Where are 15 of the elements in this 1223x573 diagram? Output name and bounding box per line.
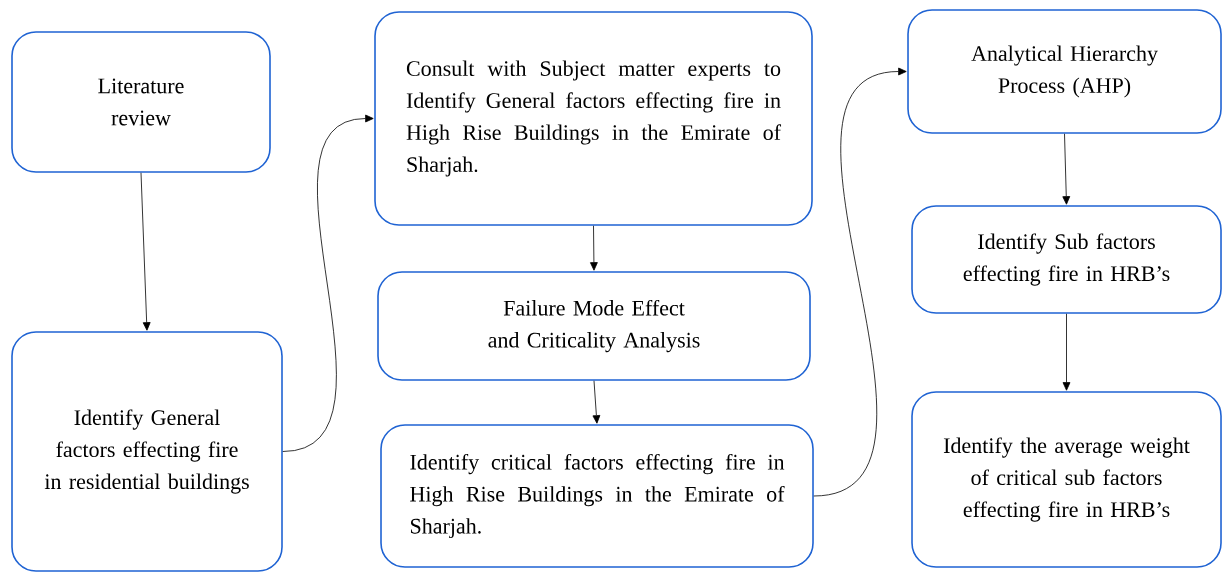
arrow [1062,133,1071,205]
arrow [590,225,598,271]
arrow [813,67,907,497]
arrow [140,172,151,331]
process-box: Literature review [11,31,271,173]
arrow [1062,313,1071,391]
process-box: Identify General factors effecting fire in residential buildings [11,331,283,572]
process-box: Identify Sub factors effecting fire in HRB’s [911,205,1222,314]
arrow [282,114,374,452]
process-box: Identify the average weight of critical sub factors effecting fire in HRB’s [911,391,1222,568]
arrow [592,380,601,424]
process-box: Consult with Subject matter experts to Identify General factors effecting fire in High Rise Buildings in the Emirate of Sharjah. [374,11,813,226]
process-box: Identify critical factors effecting fire in High Rise Buildings in the Emirate of Sharjah. [380,424,814,568]
process-box: Failure Mode Effect and Criticality Analysis [377,271,811,381]
process-box: Analytical Hierarchy Process (AHP) [907,9,1222,134]
